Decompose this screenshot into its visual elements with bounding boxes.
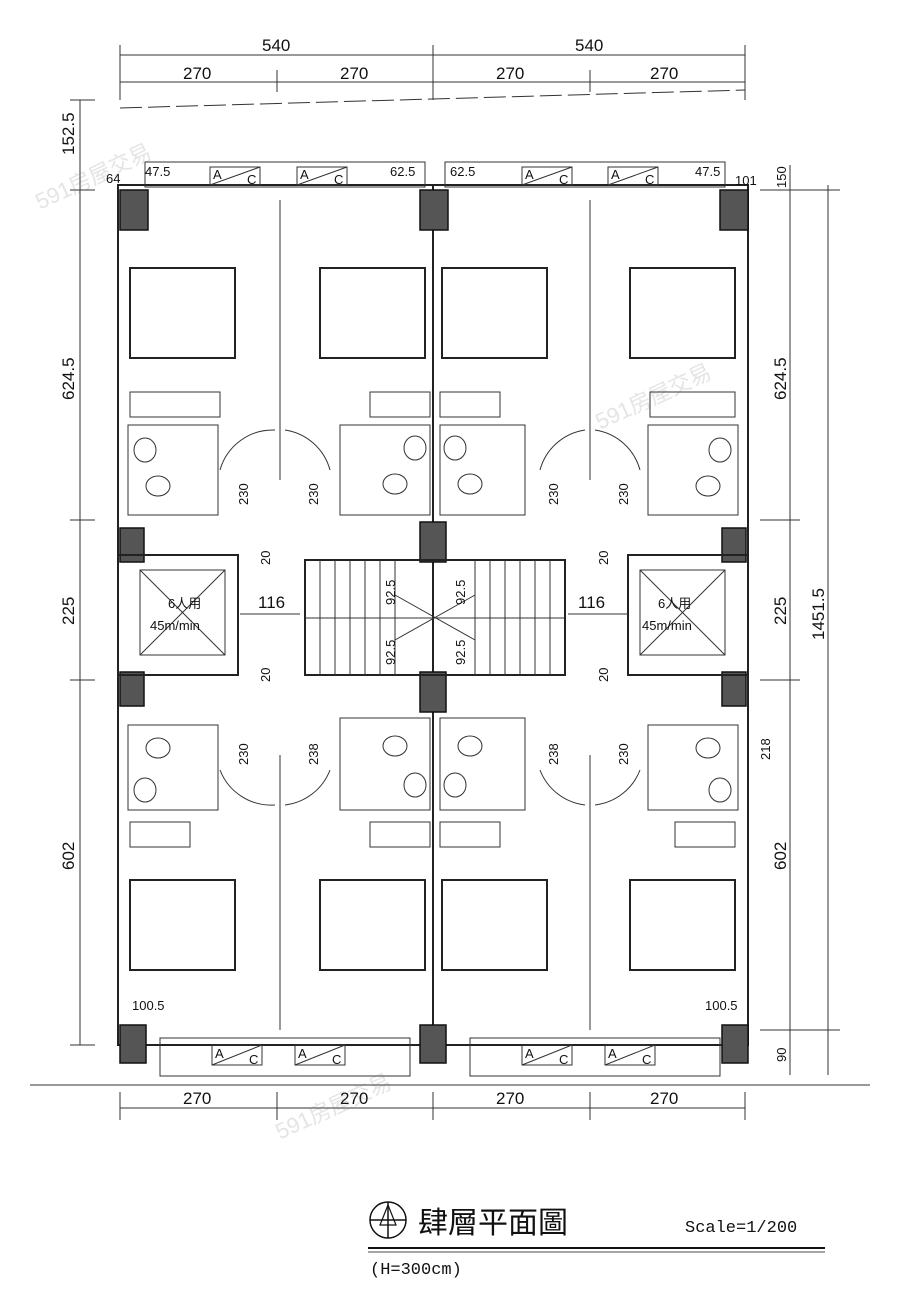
- elevator-left-speed: 45m/min: [150, 618, 200, 633]
- ac-top-2-a: A: [300, 167, 309, 182]
- dim-top-minor-4: 270: [650, 64, 678, 83]
- dim-bottom-1: 270: [183, 1089, 211, 1108]
- dim-spacer-4: 20: [596, 668, 611, 682]
- stairs: 92.5 92.5 92.5 92.5 20 20 20 20: [258, 551, 611, 682]
- dim-left-2: 624.5: [59, 357, 78, 400]
- dim-right-5: 90: [774, 1048, 789, 1062]
- dim-bottom-2: 270: [340, 1089, 368, 1108]
- dim-corridor-1: 230: [236, 483, 251, 505]
- ac-units-top: A C A C A C A C 64 47.5 62.5 62.5 47.5 1…: [106, 164, 757, 188]
- dim-bottom-small-1: 100.5: [132, 998, 165, 1013]
- dim-stair-3: 92.5: [383, 640, 398, 665]
- plan-title: 肆層平面圖: [418, 1206, 568, 1241]
- dim-top-small-6: 101: [735, 173, 757, 188]
- beds: [129, 267, 736, 971]
- dim-right-4: 602: [771, 842, 790, 870]
- ac-top-1-c: C: [247, 172, 256, 187]
- plan-height: (H=300cm): [370, 1261, 462, 1280]
- dim-bottom-small-2: 100.5: [705, 998, 738, 1013]
- elevator-right-capacity: 6人用: [658, 596, 691, 611]
- dim-top-small-1: 64: [106, 171, 120, 186]
- dim-stair-1: 92.5: [383, 580, 398, 605]
- ac-bottom-3-c: C: [559, 1052, 568, 1067]
- dim-corridor-8: 230: [616, 743, 631, 765]
- dim-top-major-2: 540: [575, 36, 603, 55]
- corridor-dimensions: 230 230 230 230 230 238 238 230 218: [236, 483, 773, 765]
- dim-corridor-5: 230: [236, 743, 251, 765]
- dim-right-2: 624.5: [771, 357, 790, 400]
- dim-left-4: 602: [59, 842, 78, 870]
- dim-top-small-2: 47.5: [145, 164, 170, 179]
- ac-bottom-1-c: C: [249, 1052, 258, 1067]
- title-block: 肆層平面圖 Scale=1/200 (H=300cm): [368, 1201, 825, 1280]
- dim-corridor-4: 230: [616, 483, 631, 505]
- dim-top-small-5: 47.5: [695, 164, 720, 179]
- ac-top-2-c: C: [334, 172, 343, 187]
- ac-bottom-1-a: A: [215, 1046, 224, 1061]
- top-dimensions: 540 540 270 270 270 270: [119, 36, 746, 109]
- dim-right-3: 225: [771, 597, 790, 625]
- dim-corridor-6: 238: [306, 743, 321, 765]
- ac-top-4-c: C: [645, 172, 654, 187]
- dim-top-minor-2: 270: [340, 64, 368, 83]
- watermark-text-3: 591房屋交易: [272, 1069, 396, 1144]
- dim-elevator-gap-right: 116: [578, 593, 605, 612]
- dim-corridor-3: 230: [546, 483, 561, 505]
- dim-left-1: 152.5: [59, 112, 78, 155]
- dim-top-minor-1: 270: [183, 64, 211, 83]
- dim-spacer-3: 20: [596, 551, 611, 565]
- ac-top-3-c: C: [559, 172, 568, 187]
- dim-top-minor-3: 270: [496, 64, 524, 83]
- dim-top-small-4: 62.5: [450, 164, 475, 179]
- bottom-dimensions: 270 270 270 270: [119, 1089, 746, 1120]
- ac-bottom-2-c: C: [332, 1052, 341, 1067]
- dim-corridor-2: 230: [306, 483, 321, 505]
- ac-top-3-a: A: [525, 167, 534, 182]
- dim-bottom-3: 270: [496, 1089, 524, 1108]
- left-dimensions: 152.5 624.5 225 602: [59, 99, 95, 1046]
- dim-spacer-2: 20: [258, 668, 273, 682]
- dim-corridor-7: 238: [546, 743, 561, 765]
- ac-bottom-4-c: C: [642, 1052, 651, 1067]
- dim-right-1: 150: [774, 166, 789, 188]
- ac-bottom-2-a: A: [298, 1046, 307, 1061]
- ac-bottom-3-a: A: [525, 1046, 534, 1061]
- wardrobes: [129, 391, 736, 848]
- dim-right-total: 1451.5: [809, 588, 828, 640]
- watermark: 591房屋交易 591房屋交易 591房屋交易: [32, 139, 716, 1144]
- elevator-right-speed: 45m/min: [642, 618, 692, 633]
- dim-stair-4: 92.5: [453, 640, 468, 665]
- plan-scale: Scale=1/200: [685, 1219, 797, 1238]
- dim-top-small-3: 62.5: [390, 164, 415, 179]
- watermark-text-2: 591房屋交易: [592, 359, 716, 434]
- dim-stair-2: 92.5: [453, 580, 468, 605]
- door-swings: [219, 429, 641, 806]
- elevator-left-capacity: 6人用: [168, 596, 201, 611]
- dim-left-3: 225: [59, 597, 78, 625]
- dim-bottom-4: 270: [650, 1089, 678, 1108]
- dim-spacer-1: 20: [258, 551, 273, 565]
- structural-columns: [119, 189, 749, 1064]
- dim-top-major-1: 540: [262, 36, 290, 55]
- elevators: 6人用 45m/min 6人用 45m/min 116 116: [117, 554, 749, 676]
- dim-elevator-gap-left: 116: [258, 593, 285, 612]
- ac-bottom-4-a: A: [608, 1046, 617, 1061]
- right-dimensions: 150 624.5 225 602 90 1451.5: [760, 165, 840, 1075]
- dim-corridor-9: 218: [758, 738, 773, 760]
- ac-units-bottom: A C A C A C A C 100.5 100.5: [132, 998, 738, 1067]
- ac-top-4-a: A: [611, 167, 620, 182]
- bathrooms: [127, 424, 739, 811]
- ac-top-1-a: A: [213, 167, 222, 182]
